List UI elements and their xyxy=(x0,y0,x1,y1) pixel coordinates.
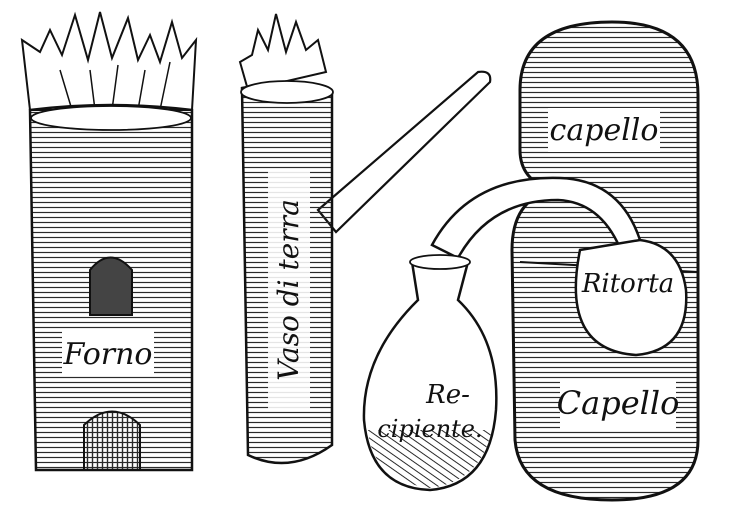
vessel-label: Vaso di terra xyxy=(272,199,305,381)
capello-top-label: capello xyxy=(550,113,659,148)
retort-label: Ritorta xyxy=(581,269,674,299)
receiver-label-line2: cipiente. xyxy=(377,415,482,443)
capello-bottom-label: Capello xyxy=(557,384,680,422)
vessel-flames xyxy=(240,14,326,90)
receiver-flask: Re- cipiente. xyxy=(364,255,496,490)
furnace-label: Forno xyxy=(63,337,153,372)
receiver-label-line1: Re- xyxy=(425,380,470,410)
furnace-upper-opening xyxy=(90,258,132,316)
furnace-flames xyxy=(22,12,196,110)
furnace-fire-door xyxy=(84,412,140,471)
furnace: Forno xyxy=(22,12,196,470)
